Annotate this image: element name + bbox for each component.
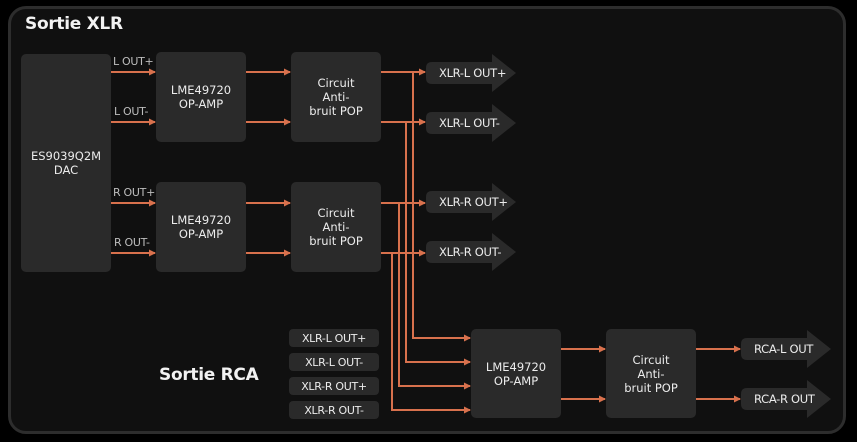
antipop-right-block: Circuit Anti- bruit POP (291, 182, 381, 272)
bus-xlr-r-plus (398, 203, 471, 390)
xlr-r-out-plus-label: XLR-R OUT+ (439, 195, 508, 209)
rca-section-title: Sortie RCA (159, 365, 259, 385)
bus-xlr-l-plus (412, 72, 471, 342)
rca-r-out-label: RCA-R OUT (754, 392, 815, 406)
xlr-l-out-plus-label: XLR-L OUT+ (439, 66, 507, 80)
rca-opamp-block: LME49720 OP-AMP (471, 329, 561, 418)
antipop-left-block: Circuit Anti- bruit POP (291, 52, 381, 142)
xlr-l-out-minus-label: XLR-L OUT- (439, 116, 500, 130)
rca-input-xlr-l-out-minus: XLR-L OUT- (289, 353, 379, 371)
rca-input-xlr-r-out-minus: XLR-R OUT- (289, 401, 379, 419)
rca-input-xlr-r-out-plus: XLR-R OUT+ (289, 377, 379, 395)
rca-r-out-arrow: RCA-R OUT (741, 380, 831, 418)
xlr-l-out-plus-arrow: XLR-L OUT+ (426, 54, 516, 92)
dac-block: ES9039Q2M DAC (21, 54, 111, 272)
opamp-left-block: LME49720 OP-AMP (156, 52, 246, 142)
signal-label-l-out-minus: L OUT- (114, 105, 149, 118)
opamp-right-block: LME49720 OP-AMP (156, 182, 246, 272)
rca-antipop-block: Circuit Anti- bruit POP (606, 329, 696, 418)
xlr-r-out-minus-arrow: XLR-R OUT- (426, 233, 516, 271)
bus-xlr-l-minus (405, 122, 471, 366)
xlr-r-out-minus-label: XLR-R OUT- (439, 245, 502, 259)
signal-label-r-out-minus: R OUT- (114, 236, 150, 249)
xlr-r-out-plus-arrow: XLR-R OUT+ (426, 183, 516, 221)
xlr-l-out-minus-arrow: XLR-L OUT- (426, 104, 516, 142)
rca-l-out-arrow: RCA-L OUT (741, 330, 831, 368)
rca-l-out-label: RCA-L OUT (754, 342, 814, 356)
rca-input-xlr-l-out-plus: XLR-L OUT+ (289, 329, 379, 347)
signal-label-r-out-plus: R OUT+ (113, 186, 155, 199)
signal-label-l-out-plus: L OUT+ (113, 55, 154, 68)
xlr-section-title: Sortie XLR (25, 14, 123, 34)
bus-xlr-r-minus (391, 253, 471, 414)
